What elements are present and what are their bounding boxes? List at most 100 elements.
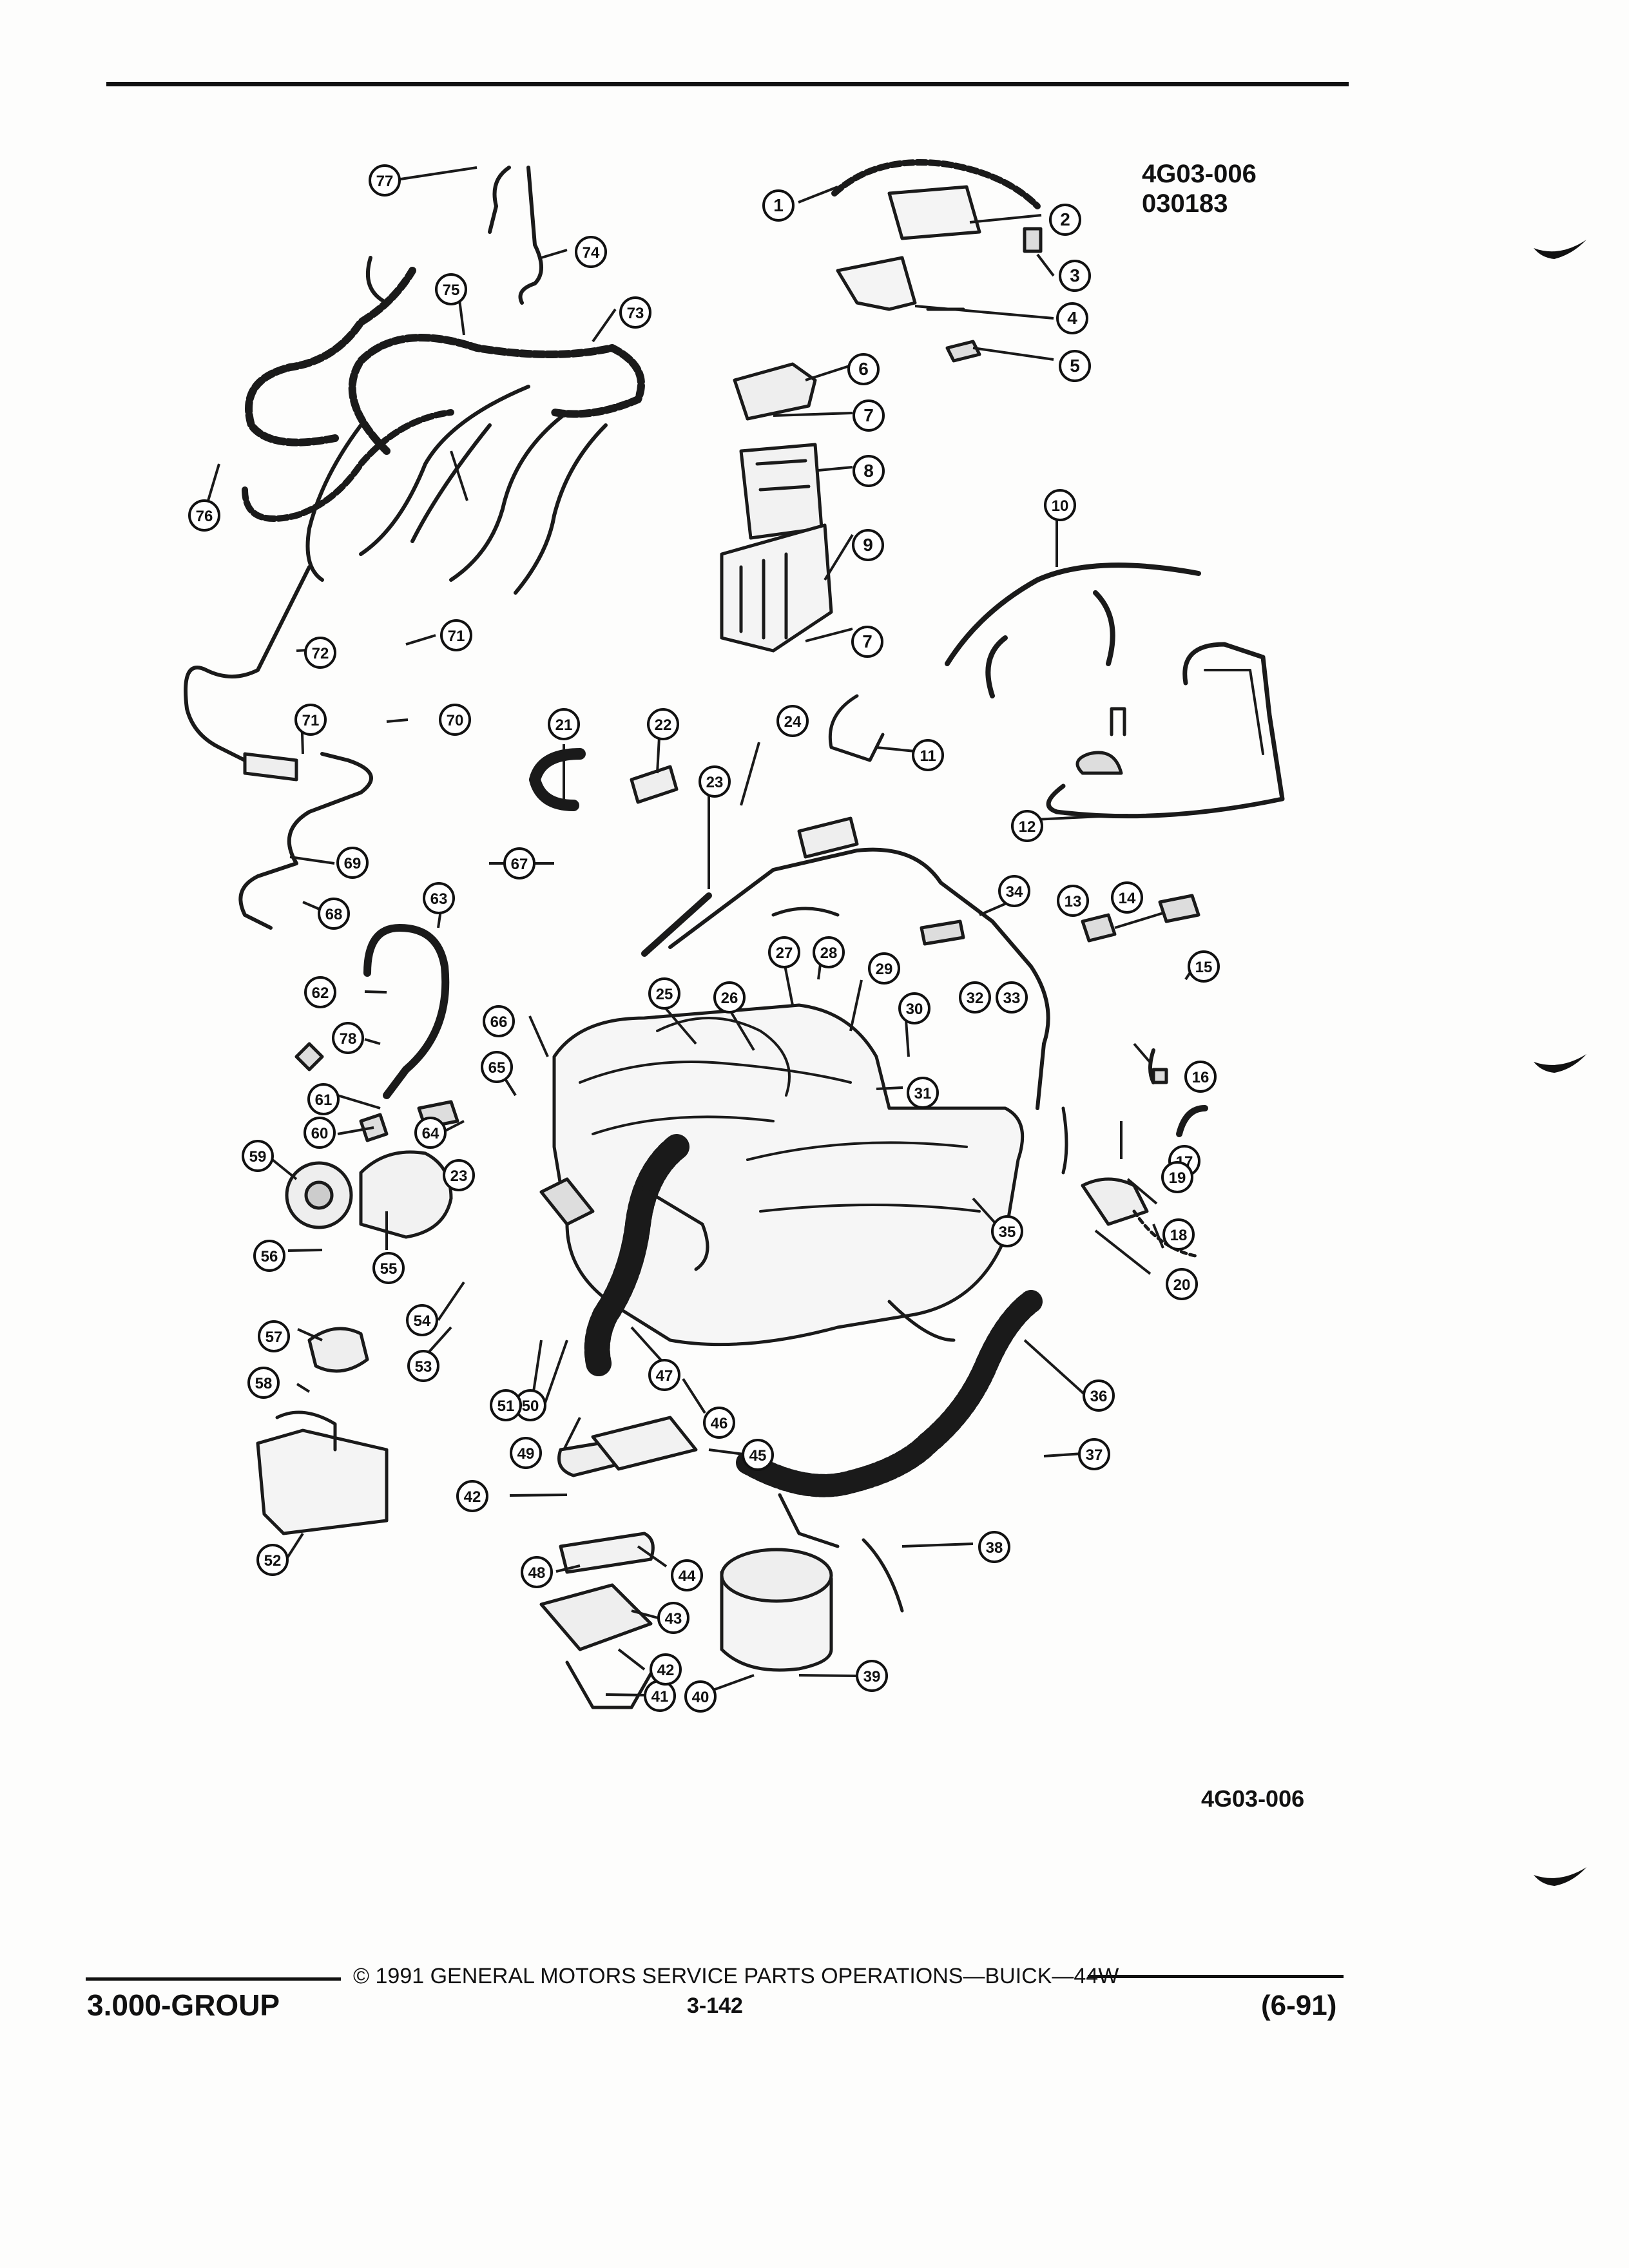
- callout-66: 66: [483, 1005, 515, 1037]
- callout-number: 43: [665, 1610, 682, 1628]
- callout-56: 56: [253, 1240, 285, 1272]
- callout-number: 23: [706, 774, 724, 791]
- callout-circle: [853, 455, 885, 487]
- callout-circle: [684, 1680, 717, 1713]
- callout-number: 67: [511, 856, 528, 873]
- callout-circle: [1059, 350, 1091, 382]
- callout-circle: [713, 981, 746, 1014]
- callout-number: 71: [448, 628, 465, 645]
- footer-rule-left: [86, 1977, 341, 1981]
- header-rule: [106, 82, 1349, 86]
- callout-number: 76: [196, 508, 213, 525]
- callout-19: 19: [1161, 1161, 1193, 1193]
- callout-30: 30: [898, 992, 930, 1024]
- callout-circle: [847, 353, 880, 385]
- callout-54: 54: [406, 1304, 438, 1336]
- callout-circle: [776, 705, 809, 737]
- callout-circle: [853, 399, 885, 432]
- callout-number: 53: [415, 1358, 432, 1376]
- callout-circle: [423, 882, 455, 914]
- callout-number: 75: [443, 282, 460, 299]
- callout-number: 21: [555, 716, 573, 734]
- callout-64: 64: [414, 1117, 447, 1149]
- callout-29: 29: [868, 952, 900, 985]
- callout-number: 24: [784, 713, 802, 731]
- callout-5: 5: [1059, 350, 1091, 382]
- binder-marks: [1534, 240, 1586, 1886]
- callout-10: 10: [1044, 489, 1076, 521]
- callout-22: 22: [647, 708, 679, 740]
- callout-37: 37: [1078, 1438, 1110, 1470]
- callout-circle: [406, 1304, 438, 1336]
- callout-49: 49: [510, 1437, 542, 1469]
- callout-70: 70: [439, 704, 471, 736]
- callout-number: 16: [1192, 1069, 1210, 1086]
- callout-number: 64: [422, 1125, 439, 1142]
- callout-circle: [768, 936, 800, 968]
- callout-number: 51: [497, 1398, 515, 1415]
- parts-artwork: [184, 159, 1285, 1709]
- callout-number: 62: [312, 985, 329, 1002]
- callout-number: 32: [967, 990, 984, 1007]
- callout-number: 25: [656, 986, 673, 1003]
- figure-id: 4G03-006: [1142, 160, 1257, 188]
- callout-44: 44: [671, 1559, 703, 1591]
- callout-39: 39: [856, 1660, 888, 1692]
- callout-circle: [304, 976, 336, 1008]
- callout-number: 61: [315, 1091, 333, 1109]
- callout-47: 47: [648, 1359, 680, 1391]
- callout-circle: [481, 1051, 513, 1083]
- callout-number: 9: [863, 535, 873, 555]
- callout-76: 76: [188, 499, 220, 532]
- callout-circle: [372, 1252, 405, 1284]
- callout-number: 12: [1019, 818, 1036, 836]
- callout-number: 7: [862, 631, 872, 651]
- callout-number: 5: [1070, 356, 1080, 376]
- callout-number: 45: [749, 1447, 767, 1465]
- footer-revision: (6-91): [1261, 1990, 1337, 2021]
- callout-number: 42: [657, 1662, 675, 1679]
- callout-circle: [1111, 881, 1143, 914]
- callout-circle: [253, 1240, 285, 1272]
- callout-number: 18: [1170, 1227, 1188, 1244]
- callout-circle: [856, 1660, 888, 1692]
- callout-number: 33: [1003, 990, 1021, 1007]
- footer-page-number: 3-142: [687, 1994, 743, 2018]
- callout-number: 36: [1090, 1388, 1108, 1405]
- callout-number: 6: [858, 359, 869, 379]
- callout-72: 72: [304, 637, 336, 669]
- callout-2: 2: [1049, 204, 1081, 236]
- callout-number: 30: [906, 1001, 923, 1018]
- callout-circle: [258, 1320, 290, 1352]
- callout-40: 40: [684, 1680, 717, 1713]
- callout-circle: [548, 708, 580, 740]
- callout-circle: [1059, 260, 1091, 292]
- callout-28: 28: [813, 936, 845, 968]
- callout-number: 50: [522, 1398, 539, 1415]
- callout-circle: [1166, 1268, 1198, 1300]
- callout-11: 11: [912, 739, 944, 771]
- callout-number: 48: [528, 1564, 546, 1582]
- callout-circle: [242, 1140, 274, 1172]
- callout-number: 69: [344, 855, 361, 872]
- callout-24: 24: [776, 705, 809, 737]
- callout-number: 37: [1086, 1446, 1103, 1464]
- callout-circle: [978, 1531, 1010, 1563]
- callout-number: 46: [711, 1415, 728, 1432]
- callout-number: 31: [914, 1085, 932, 1102]
- callout-circle: [294, 704, 327, 736]
- callout-circle: [369, 164, 401, 197]
- callout-number: 15: [1195, 959, 1213, 976]
- callout-number: 56: [261, 1248, 278, 1265]
- callout-circle: [898, 992, 930, 1024]
- callout-circle: [440, 619, 472, 651]
- figure-id-bottom: 4G03-006: [1201, 1785, 1305, 1812]
- callout-74: 74: [575, 236, 607, 268]
- callout-31: 31: [907, 1077, 939, 1109]
- callout-59: 59: [242, 1140, 274, 1172]
- callout-circle: [510, 1437, 542, 1469]
- callout-circle: [648, 1359, 680, 1391]
- callout-27: 27: [768, 936, 800, 968]
- callout-number: 7: [863, 405, 874, 425]
- callout-circle: [332, 1022, 364, 1054]
